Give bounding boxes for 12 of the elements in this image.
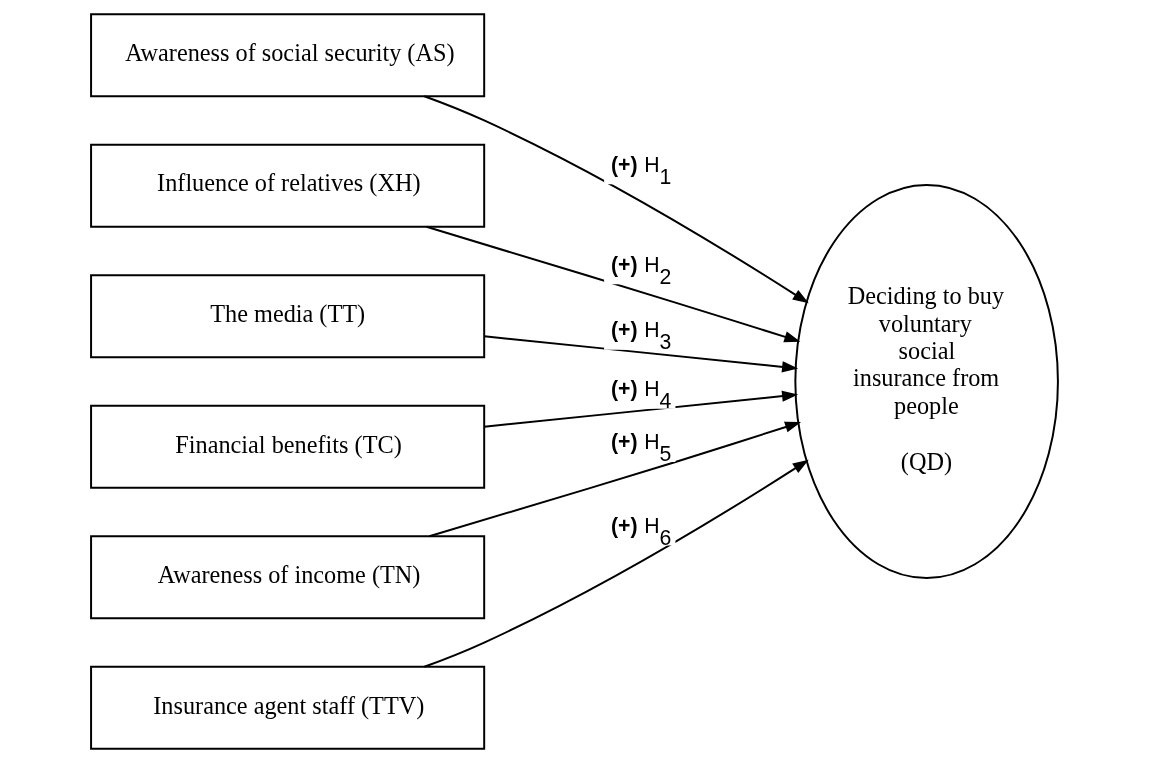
node-box: Financial benefits (TC) [90,404,486,489]
arrow [423,459,809,668]
arrow [483,335,799,373]
arrow [483,390,799,428]
node-box: Awareness of income (TN) [90,535,486,620]
node-box: The media (TT) [90,274,486,359]
node-box: Influence of relatives (XH) [90,143,486,228]
arrow [425,225,801,343]
node-box: Awareness of social security (AS) [90,13,486,98]
arrow [423,95,809,304]
arrow [428,421,802,538]
node-box: Insurance agent staff (TTV) [90,665,486,750]
